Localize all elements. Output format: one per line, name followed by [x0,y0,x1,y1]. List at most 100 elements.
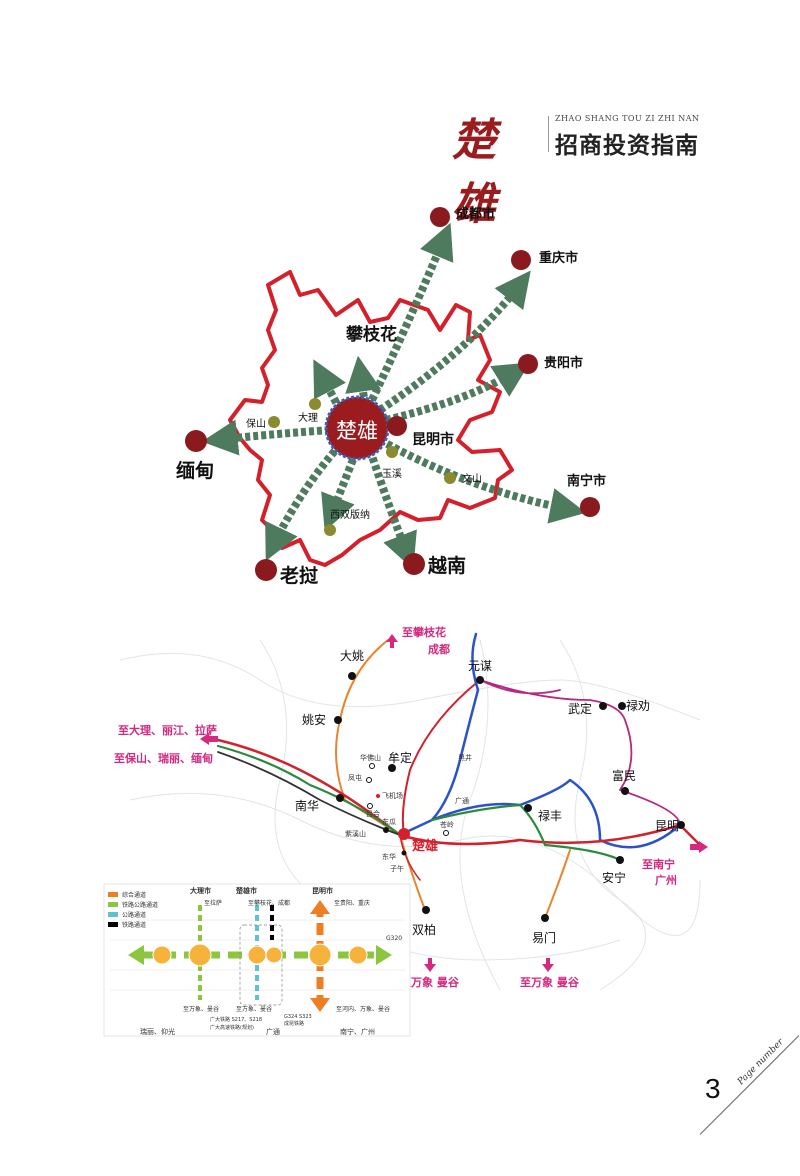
rail-red-main [216,738,702,847]
dot-yuanmou [476,676,484,684]
dot-dayao [348,672,356,680]
arrow-to-panzhihua [345,355,381,406]
place-zixishan: 紫溪山 [345,829,366,838]
place-lvhe: 吕合 [366,809,380,818]
place-chaling: 苍岭 [440,820,454,829]
node-chongqing [511,250,531,270]
legend-label-2: 铁路公路通道 [122,901,158,909]
node-baoshan [268,416,280,428]
inset-chuxiong: 楚雄市 [235,886,257,895]
place-chuxiong: 楚雄 [412,838,438,854]
place-mouding: 牟定 [388,750,412,765]
label-yuxi: 玉溪 [382,468,402,480]
inset-rail-note-2: 广大高速铁路(规划) [210,1024,254,1031]
label-chengdu: 成都市 [456,206,495,222]
place-yaoan: 姚安 [302,712,326,727]
node-kunming [387,416,407,436]
arrow-to-chongqing [377,270,531,414]
node-wenshan [444,472,456,484]
dot-lufeng [524,804,532,812]
dot-huafoshan [369,763,375,769]
legend-swatch-1 [108,892,118,897]
dot-fengtun [366,777,372,783]
place-anning: 安宁 [602,870,626,885]
place-dayao: 大姚 [340,649,364,663]
place-airport: 飞机场 [382,791,403,800]
label-baoshan: 保山 [246,417,266,430]
dot-airport [376,794,380,798]
dot-mouding [388,764,396,772]
exit-chengdu: 成都 [428,642,450,656]
exit-panzhihua: 至攀枝花 [402,625,446,639]
node-myanmar [185,430,207,452]
page-number: 3 [705,1073,721,1104]
arrow-north [386,634,398,648]
brand-mark: 楚雄 [452,115,498,230]
arrow-to-myanmar [201,419,331,456]
brand-separator [548,116,549,152]
brand-pinyin: ZHAO SHANG TOU ZI ZHI NAN [555,114,700,123]
dot-chuxiong [398,828,410,840]
label-vietnam: 越南 [427,554,466,577]
place-wuding: 武定 [568,701,592,716]
arrow-to-dali [313,359,346,412]
place-heijing: 黑井 [458,753,472,762]
label-nanning: 南宁市 [567,473,606,489]
exit-south-2: 至万象 曼谷 [520,975,580,989]
label-wenshan: 文山 [462,472,482,485]
node-banna [324,524,336,536]
node-guiyang [518,354,538,374]
place-fengtun: 凤屯 [348,773,362,782]
dot-kunming [677,821,685,829]
node-laos [255,559,277,581]
arrow-to-laos [265,442,343,561]
legend-swatch-2 [108,902,118,907]
dot-wuding [599,702,607,710]
inset-ruili: 瑞丽、仰光 [140,1027,175,1036]
label-chongqing: 重庆市 [539,250,578,266]
arrow-to-banna [321,450,360,532]
place-yuanmou: 元谋 [468,659,492,673]
dot-anning [616,856,624,864]
dot-yimen [541,914,549,922]
place-luquan: 禄劝 [626,698,650,713]
dot-fumin [621,787,629,795]
arrow-east [690,841,708,853]
legend-label-1: 综合通道 [122,891,146,899]
inset-rail-note-1: 广大铁路 S217、S218 [210,1016,262,1023]
node-chengdu [430,207,450,227]
label-kunming: 昆明市 [412,431,454,448]
inset-guangtong: 广通 [266,1027,280,1036]
place-yimen: 易门 [532,930,556,945]
place-lufeng: 禄丰 [538,808,562,823]
inset-nanning: 南宁、广州 [340,1027,375,1036]
dot-yaoan [334,716,342,724]
place-dongwa: 东瓜 [382,817,396,826]
arrow-south-2 [542,958,554,972]
dot-zixishan [383,827,389,833]
dot-luquan [618,702,626,710]
legend-swatch-3 [108,912,118,917]
dot-nanhua [336,794,344,802]
label-myanmar: 缅甸 [176,459,214,482]
road-dark-west [217,751,401,836]
exit-nanning: 至南宁 [642,857,675,871]
place-huafoshan: 华佛山 [360,753,381,762]
road-red-shuangbai [399,834,421,881]
exit-guangzhou: 广州 [655,873,677,887]
dot-donghua [401,850,407,856]
road-orange-yimen [544,849,571,919]
dot-lvhe [367,803,373,809]
exit-west-2: 至保山、瑞丽、缅甸 [114,751,213,765]
node-vietnam [403,553,425,575]
exit-south-1: 至万象 曼谷 [400,975,460,989]
legend-label-3: 公路通道 [122,911,146,919]
label-banna: 西双版纳 [330,508,370,521]
brand-title: 招商投资指南 [555,132,699,159]
road-magenta [479,679,681,826]
center-label: 楚雄 [336,419,378,443]
inset-road-note: G324 S323 [284,1014,312,1020]
legend-swatch-4 [108,922,118,927]
inset-vientiane-1: 至万象、曼谷 [183,1005,219,1013]
